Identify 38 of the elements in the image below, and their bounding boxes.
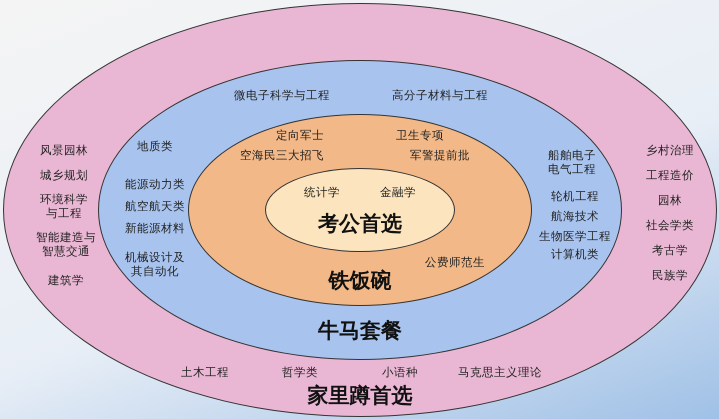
major-label: 机械设计及其自动化 <box>124 250 186 278</box>
major-label: 卫生专项 <box>396 128 444 142</box>
major-label: 空海民三大招飞 <box>240 148 324 162</box>
major-label: 军警提前批 <box>410 148 470 162</box>
major-label: 计算机类 <box>551 247 599 261</box>
ring-title: 家里蹲首选 <box>308 384 412 408</box>
major-label: 微电子科学与工程 <box>234 88 330 102</box>
major-label: 工程造价 <box>646 168 694 182</box>
major-label: 小语种 <box>382 365 418 379</box>
major-label: 生物医学工程 <box>539 229 611 243</box>
major-label: 园林 <box>658 193 682 207</box>
major-label: 地质类 <box>137 139 173 153</box>
major-label: 能源动力类 <box>125 177 185 191</box>
major-label: 考古学 <box>652 243 688 257</box>
major-label: 统计学 <box>304 185 340 199</box>
major-label: 智能建造与智慧交通 <box>35 230 97 258</box>
ring-title: 考公首选 <box>318 212 402 236</box>
major-label: 民族学 <box>652 268 688 282</box>
major-label: 轮机工程 <box>551 189 599 203</box>
major-label: 环境科学与工程 <box>39 192 89 220</box>
major-label: 社会学类 <box>646 218 694 232</box>
major-label: 城乡规划 <box>40 168 88 182</box>
major-label: 金融学 <box>380 185 416 199</box>
major-label: 航海技术 <box>551 209 599 223</box>
major-label: 船舶电子电气工程 <box>547 148 597 176</box>
major-label: 定向军士 <box>276 128 324 142</box>
major-label: 公费师范生 <box>425 255 485 269</box>
major-label: 哲学类 <box>282 365 318 379</box>
ring-title: 牛马套餐 <box>318 318 402 344</box>
major-label: 建筑学 <box>48 273 84 287</box>
major-label: 乡村治理 <box>646 143 694 157</box>
major-label: 新能源材料 <box>125 221 185 235</box>
major-label: 马克思主义理论 <box>458 365 542 379</box>
major-label: 土木工程 <box>181 365 229 379</box>
major-label: 航空航天类 <box>125 199 185 213</box>
major-label: 风景园林 <box>40 143 88 157</box>
major-label: 高分子材料与工程 <box>392 88 488 102</box>
ring-title: 铁饭碗 <box>328 268 392 294</box>
